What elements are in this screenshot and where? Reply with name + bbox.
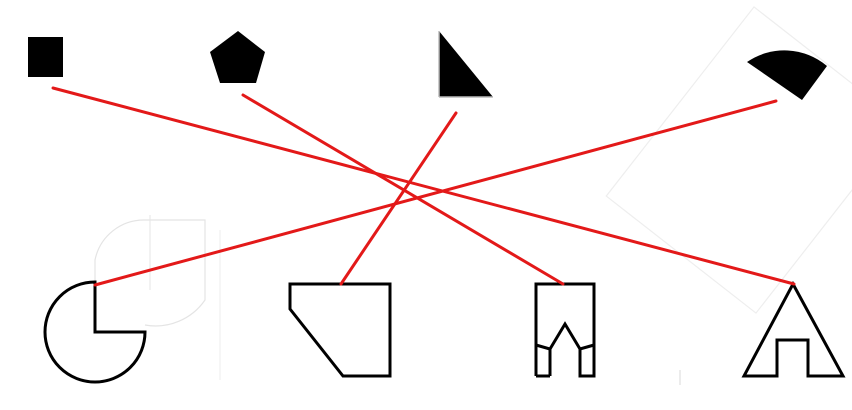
bottom-shapes <box>43 280 846 384</box>
outline-arch-triangle-shape <box>741 280 846 378</box>
outline-notched-rectangle-shape <box>534 282 596 378</box>
ghost-marks <box>94 6 852 385</box>
outline-cut-corner-polygon-shape <box>288 282 392 378</box>
top-shapes <box>28 31 827 100</box>
filled-circular-sector-shape <box>747 50 827 100</box>
connection-square-to-arch <box>51 86 796 286</box>
connection-sector-to-pacman <box>93 99 778 287</box>
filled-right-triangle-shape <box>439 31 493 97</box>
connection-lines <box>51 86 796 287</box>
filled-pentagon-shape <box>210 31 265 83</box>
connection-triangle-to-quad <box>339 111 458 286</box>
outline-three-quarter-circle-shape <box>43 280 147 384</box>
filled-square-shape <box>28 37 63 77</box>
